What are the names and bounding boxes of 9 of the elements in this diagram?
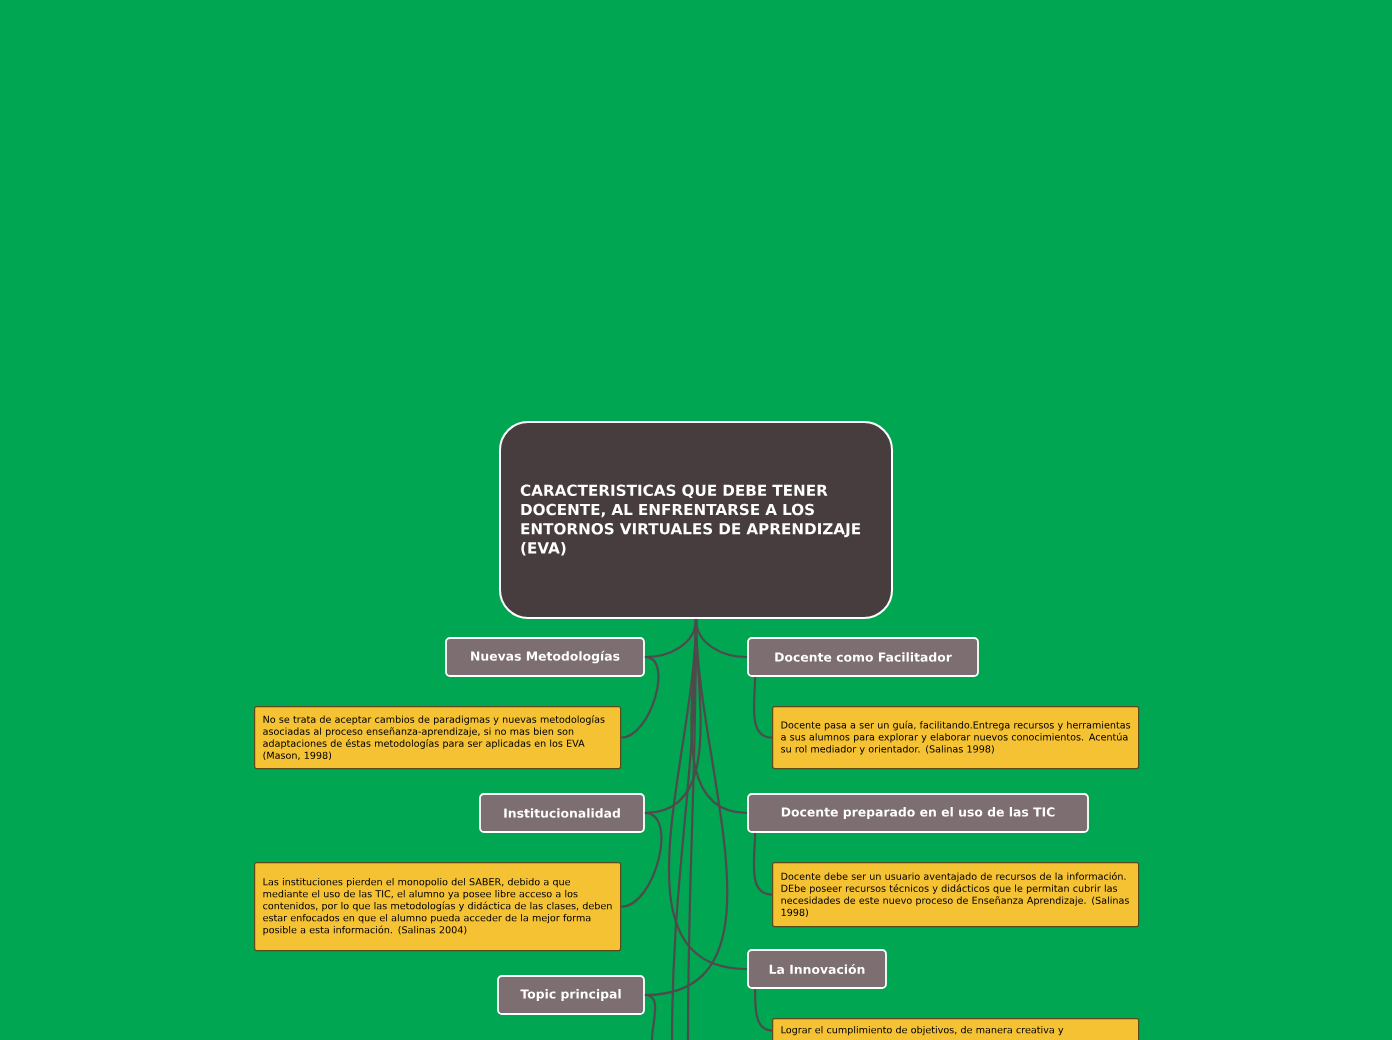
connector-line: [694, 618, 748, 659]
connector-line: [686, 619, 698, 1040]
connector-line: [620, 811, 663, 908]
connector-line: [752, 676, 773, 739]
connector-line: [620, 655, 660, 739]
connector-line: [644, 993, 657, 1040]
connector-line: [754, 988, 773, 1032]
connector-line: [644, 618, 698, 659]
connector-line: [752, 832, 773, 896]
